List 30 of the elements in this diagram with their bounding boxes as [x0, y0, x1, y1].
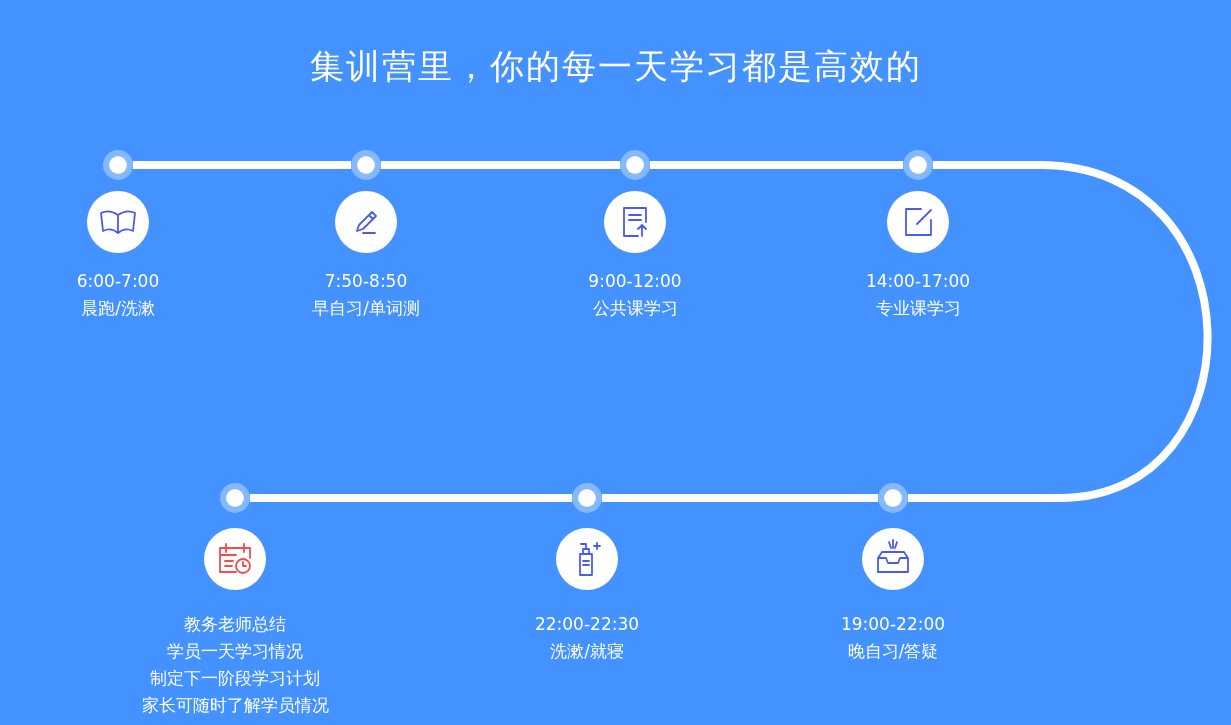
timeline-dot	[572, 483, 602, 513]
timeline-dot	[351, 150, 381, 180]
timeline-track	[381, 161, 620, 169]
activity-label: 晚自习/答疑	[846, 640, 940, 663]
activity-label: 学员一天学习情况	[166, 640, 304, 663]
activity-label: 教务老师总结	[183, 613, 287, 636]
timeline-track	[133, 161, 351, 169]
time-label: 7:50-8:50	[323, 270, 409, 293]
time-label: 9:00-12:00	[587, 270, 683, 293]
activity-label: 公共课学习	[591, 297, 679, 320]
timeline-dot	[903, 150, 933, 180]
activity-label: 早自习/单词测	[311, 297, 421, 320]
timeline-track	[650, 161, 903, 169]
activity-label: 家长可随时了解学员情况	[140, 694, 330, 717]
timeline-dot	[103, 150, 133, 180]
timeline-dot	[220, 483, 250, 513]
activity-label: 晨跑/洗漱	[80, 297, 156, 320]
timeline-track	[908, 161, 1212, 502]
title: 集训营里，你的每一天学习都是高效的	[308, 45, 923, 88]
activity-label: 洗漱/就寝	[549, 640, 625, 663]
time-label: 19:00-22:00	[839, 613, 947, 636]
activity-label: 专业课学习	[874, 297, 962, 320]
time-label: 22:00-22:30	[533, 613, 641, 636]
timeline-dot	[620, 150, 650, 180]
activity-label: 制定下一阶段学习计划	[149, 667, 321, 690]
time-label: 6:00-7:00	[75, 270, 161, 293]
timeline-track	[602, 494, 878, 502]
timeline-track	[250, 494, 572, 502]
timeline-dot	[878, 483, 908, 513]
time-label: 14:00-17:00	[864, 270, 972, 293]
